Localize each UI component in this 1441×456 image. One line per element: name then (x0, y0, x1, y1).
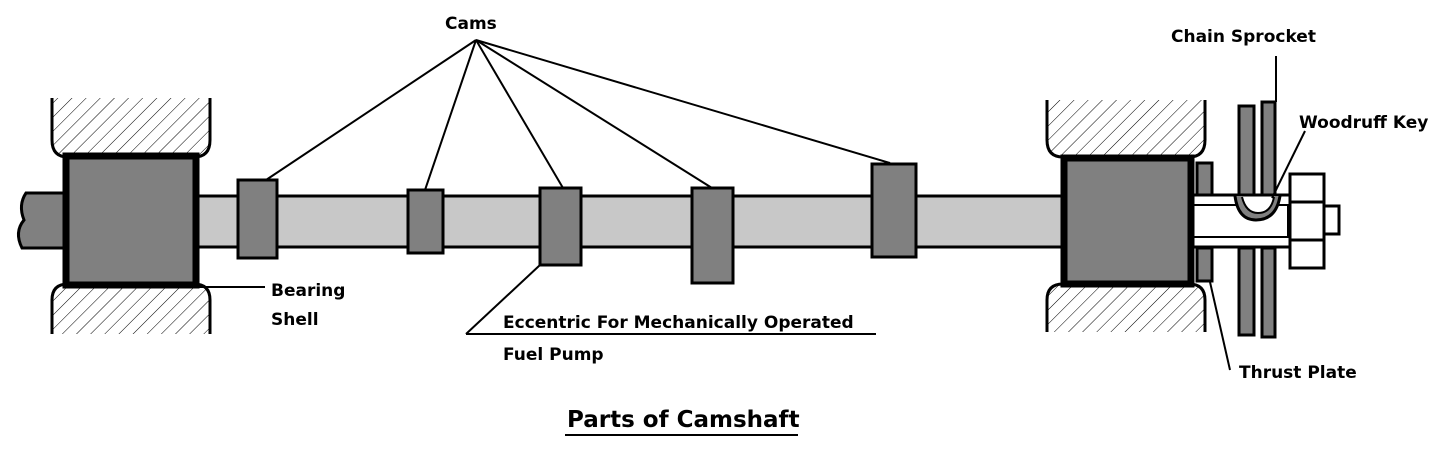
left-housing (50, 98, 212, 334)
diagram-title: Parts of Camshaft (567, 407, 800, 433)
camshaft (193, 194, 1067, 249)
cam-3 (690, 186, 735, 285)
sprocket-plate-1-top (1237, 104, 1256, 197)
sprocket-plate-1-bottom (1237, 246, 1256, 337)
leader-lines (196, 39, 1306, 371)
label-eccentric-line1: Eccentric For Mechanically Operated (503, 313, 854, 333)
label-cams: Cams (445, 14, 497, 34)
cam-4 (870, 162, 918, 259)
label-chain-sprocket: Chain Sprocket (1171, 27, 1316, 47)
eccentric (538, 186, 583, 267)
cam-2 (406, 188, 445, 255)
cam-1 (236, 178, 279, 260)
bearing-shell-right (1060, 154, 1195, 288)
sprocket-plate-2-top (1260, 100, 1277, 197)
thrust-plate-bottom (1195, 246, 1214, 283)
nut (1288, 172, 1341, 270)
label-woodruff-key: Woodruff Key (1299, 113, 1428, 133)
bearing-shell-left (62, 152, 200, 289)
label-bearing-line2: Shell (271, 310, 319, 330)
shaft-stub-left (17, 191, 68, 250)
sprocket-plate-2-bottom (1260, 246, 1277, 339)
label-bearing-line1: Bearing (271, 281, 345, 301)
thrust-plate-top (1195, 161, 1214, 197)
label-eccentric-line2: Fuel Pump (503, 345, 604, 365)
label-thrust-plate: Thrust Plate (1239, 363, 1357, 383)
